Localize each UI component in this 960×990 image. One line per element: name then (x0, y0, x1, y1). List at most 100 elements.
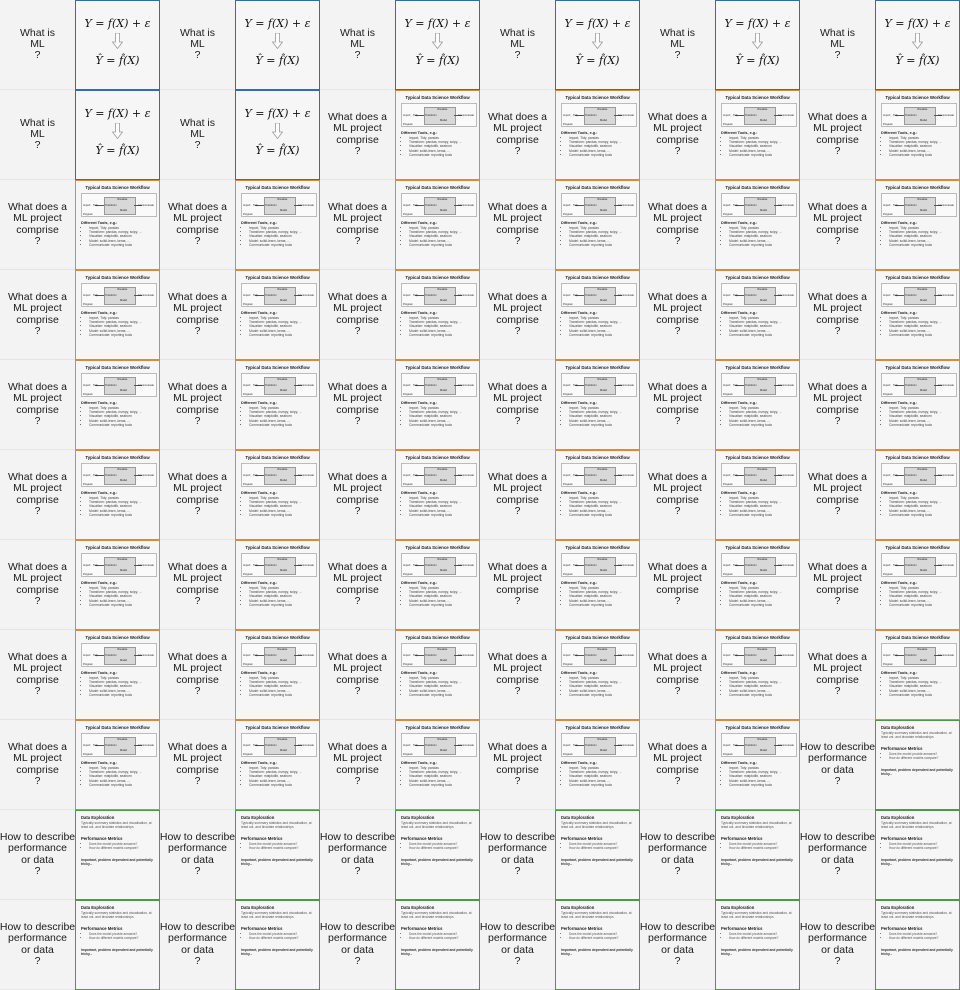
diagram-label: Communicate (458, 563, 475, 567)
diagram-label: Tidy (733, 473, 738, 477)
diagram-label: Import (883, 203, 891, 207)
tools-list: Import, Tidy: pandas Transform: pandas, … (721, 766, 794, 787)
tools-title: Different Tools, e.g.: (401, 671, 438, 675)
list-item: Transform: pandas, numpy, scipy, ... (89, 320, 154, 324)
metrics-heading: Performance Metrics (241, 836, 283, 841)
list-item: Import, Tidy: pandas (89, 226, 154, 230)
diagram-label: Transform (105, 203, 117, 207)
diagram-label: Transform (905, 203, 917, 207)
list-item: Visualise: matplotlib, seaborn (569, 324, 634, 328)
diagram-label: Visualise (597, 467, 608, 471)
question-line: ? (514, 504, 521, 517)
workflow-title: Typical Data Science Workflow (725, 725, 790, 730)
question-line: What does a (488, 560, 547, 573)
diagram-label: Visualise (437, 107, 448, 111)
tools-title: Different Tools, e.g.: (721, 221, 758, 225)
diagram-box (744, 737, 776, 755)
metrics-list: Does the model provide answers? How do d… (561, 932, 634, 940)
list-item: Does the model provide answers? (249, 932, 314, 936)
list-item: Visualise: matplotlib, seaborn (569, 774, 634, 778)
list-item: Visualise: matplotlib, seaborn (569, 234, 634, 238)
question-line: comprise (496, 493, 539, 506)
workflow-diagram: Import Tidy Transform Visualise Model Co… (881, 373, 957, 397)
tools-list: Import, Tidy: pandas Transform: pandas, … (81, 676, 154, 697)
diagram-label: Program (403, 303, 413, 306)
exploration-note: Important, problem dependent and potenti… (721, 858, 793, 866)
diagram-label: Program (723, 483, 733, 486)
metrics-heading: Performance Metrics (401, 926, 443, 931)
diagram-label: Import (563, 383, 571, 387)
question-line: What does a (8, 200, 67, 213)
diagram-label: Program (883, 123, 893, 126)
exploration-slide: Data Exploration Typically summary stati… (235, 810, 320, 900)
list-item: Visualise: matplotlib, seaborn (569, 414, 634, 418)
workflow-diagram: Import Tidy Transform Visualise Model Co… (241, 643, 317, 667)
diagram-label: Import (403, 383, 411, 387)
exploration-heading: Data Exploration (561, 905, 595, 910)
diagram-label: Import (563, 743, 571, 747)
list-item: Communicate: reporting tools (89, 243, 154, 247)
workflow-title: Typical Data Science Workflow (725, 185, 790, 190)
diagram-label: Transform (105, 383, 117, 387)
list-item: Import, Tidy: pandas (729, 766, 794, 770)
list-item: Transform: pandas, numpy, scipy, ... (569, 320, 634, 324)
diagram-box (104, 647, 136, 665)
diagram-label: Visualise (597, 377, 608, 381)
formula-slide: Y = f(X) + ε Ŷ = f̂(X) (75, 90, 160, 180)
workflow-title: Typical Data Science Workflow (885, 275, 950, 280)
list-item: Import, Tidy: pandas (569, 226, 634, 230)
exploration-text: Typically summary statistics and visuali… (81, 911, 152, 919)
diagram-label: Transform (425, 293, 437, 297)
question-line: ? (514, 684, 521, 697)
workflow-title: Typical Data Science Workflow (725, 545, 790, 550)
diagram-label: Import (883, 293, 891, 297)
list-item: Communicate: reporting tools (89, 423, 154, 427)
tools-list: Import, Tidy: pandas Transform: pandas, … (721, 586, 794, 607)
list-item: Does the model provide answers? (89, 842, 154, 846)
workflow-slide: Typical Data Science Workflow Import Tid… (875, 540, 960, 630)
question-line: ? (34, 684, 41, 697)
diagram-box (584, 737, 616, 755)
diagram-label: Import (723, 293, 731, 297)
workflow-title: Typical Data Science Workflow (405, 725, 470, 730)
list-item: Import, Tidy: pandas (409, 136, 474, 140)
workflow-slide: Typical Data Science Workflow Import Tid… (395, 540, 480, 630)
list-item: Model: scikit-learn, keras, ... (729, 149, 794, 153)
question-line: comprise (176, 223, 219, 236)
list-item: Visualise: matplotlib, seaborn (249, 684, 314, 688)
list-item: Visualise: matplotlib, seaborn (889, 234, 954, 238)
diagram-label: Visualise (117, 197, 128, 201)
formula-line-2: Ŷ = f̂(X) (415, 54, 460, 67)
diagram-label: Model (920, 659, 928, 662)
tools-list: Import, Tidy: pandas Transform: pandas, … (241, 316, 314, 337)
tools-list: Import, Tidy: pandas Transform: pandas, … (721, 136, 794, 157)
list-item: Communicate: reporting tools (249, 783, 314, 787)
diagram-label: Communicate (618, 743, 635, 747)
formula-line-1: Y = f(X) + ε (84, 107, 151, 120)
question-line: How to describe (0, 830, 76, 843)
diagram-label: Model (120, 659, 128, 662)
question-line: comprise (336, 763, 379, 776)
question-line: What does a (808, 560, 867, 573)
question-line: ML project (333, 392, 382, 405)
diagram-label: Import (403, 743, 411, 747)
diagram-label: Visualise (437, 377, 448, 381)
diagram-label: Tidy (253, 743, 258, 747)
workflow-slide: Typical Data Science Workflow Import Tid… (555, 270, 640, 360)
list-item: Transform: pandas, numpy, scipy, ... (89, 680, 154, 684)
diagram-box (264, 557, 296, 575)
diagram-label: Tidy (253, 383, 258, 387)
diagram-label: Tidy (733, 113, 738, 117)
diagram-label: Import (723, 203, 731, 207)
